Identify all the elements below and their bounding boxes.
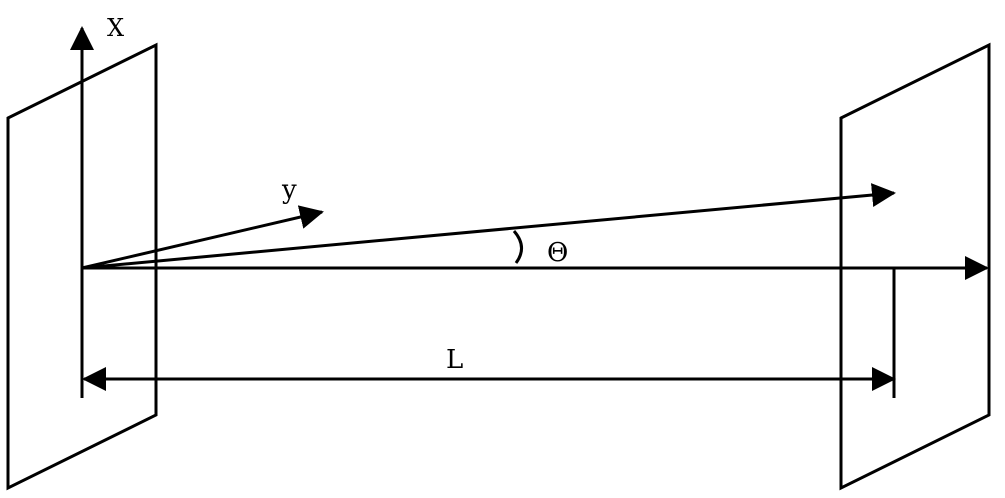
distance-label: L xyxy=(446,345,463,375)
y-axis-arrow xyxy=(81,205,324,270)
angle-arc xyxy=(512,230,523,264)
left-plane xyxy=(6,42,158,491)
y-axis-label: y xyxy=(281,175,297,205)
x-axis-label: X xyxy=(107,14,124,42)
tilted-ray-arrow xyxy=(81,183,896,270)
right-plane xyxy=(839,42,991,491)
angle-label: Θ xyxy=(547,238,568,268)
